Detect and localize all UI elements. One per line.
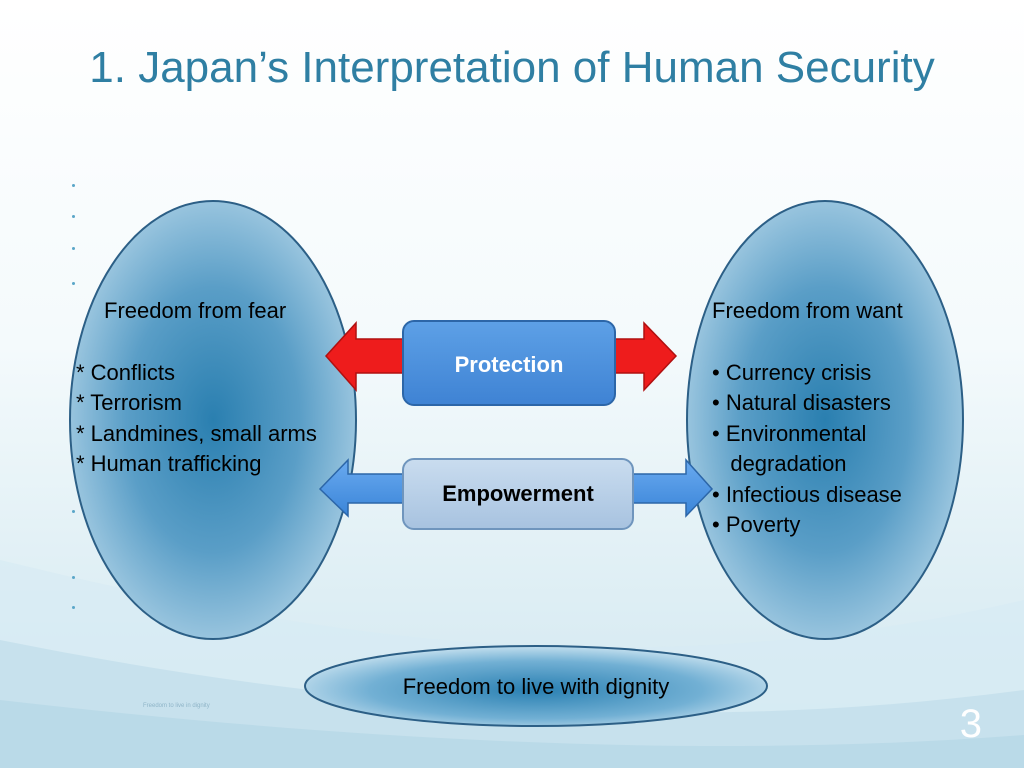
want-item: • Currency crisis	[712, 360, 872, 385]
want-item: • Natural disasters	[712, 390, 891, 415]
empowerment-label: Empowerment	[442, 481, 594, 506]
freedom-from-fear-heading: Freedom from fear	[104, 298, 287, 323]
protection-box: Protection	[402, 320, 616, 406]
freedom-dignity-oval	[304, 645, 768, 727]
page-number: 3	[959, 702, 982, 746]
bullet-dot	[72, 215, 75, 218]
bullet-dot	[72, 184, 75, 187]
bullet-dot	[72, 576, 75, 579]
fear-item: * Terrorism	[76, 390, 182, 415]
want-item: • Poverty	[712, 512, 801, 537]
empowerment-box: Empowerment	[402, 458, 634, 530]
freedom-from-fear-oval	[69, 200, 357, 640]
fear-item: * Landmines, small arms	[76, 421, 317, 446]
want-item: • Infectious disease	[712, 482, 902, 507]
bullet-dot	[72, 510, 75, 513]
want-item: degradation	[712, 451, 847, 476]
protection-label: Protection	[454, 352, 564, 377]
want-item: • Environmental	[712, 421, 867, 446]
bullet-dot	[72, 606, 75, 609]
bullet-dot	[72, 282, 75, 285]
bullet-dot	[72, 247, 75, 250]
tiny-caption: Freedom to live in dignity	[143, 703, 210, 709]
freedom-from-want-oval	[686, 200, 964, 640]
slide-title: 1. Japan’s Interpretation of Human Secur…	[89, 43, 935, 92]
freedom-from-want-heading: Freedom from want	[712, 298, 903, 323]
fear-item: * Human trafficking	[76, 451, 262, 476]
freedom-dignity-label: Freedom to live with dignity	[402, 674, 670, 699]
fear-item: * Conflicts	[76, 360, 176, 385]
